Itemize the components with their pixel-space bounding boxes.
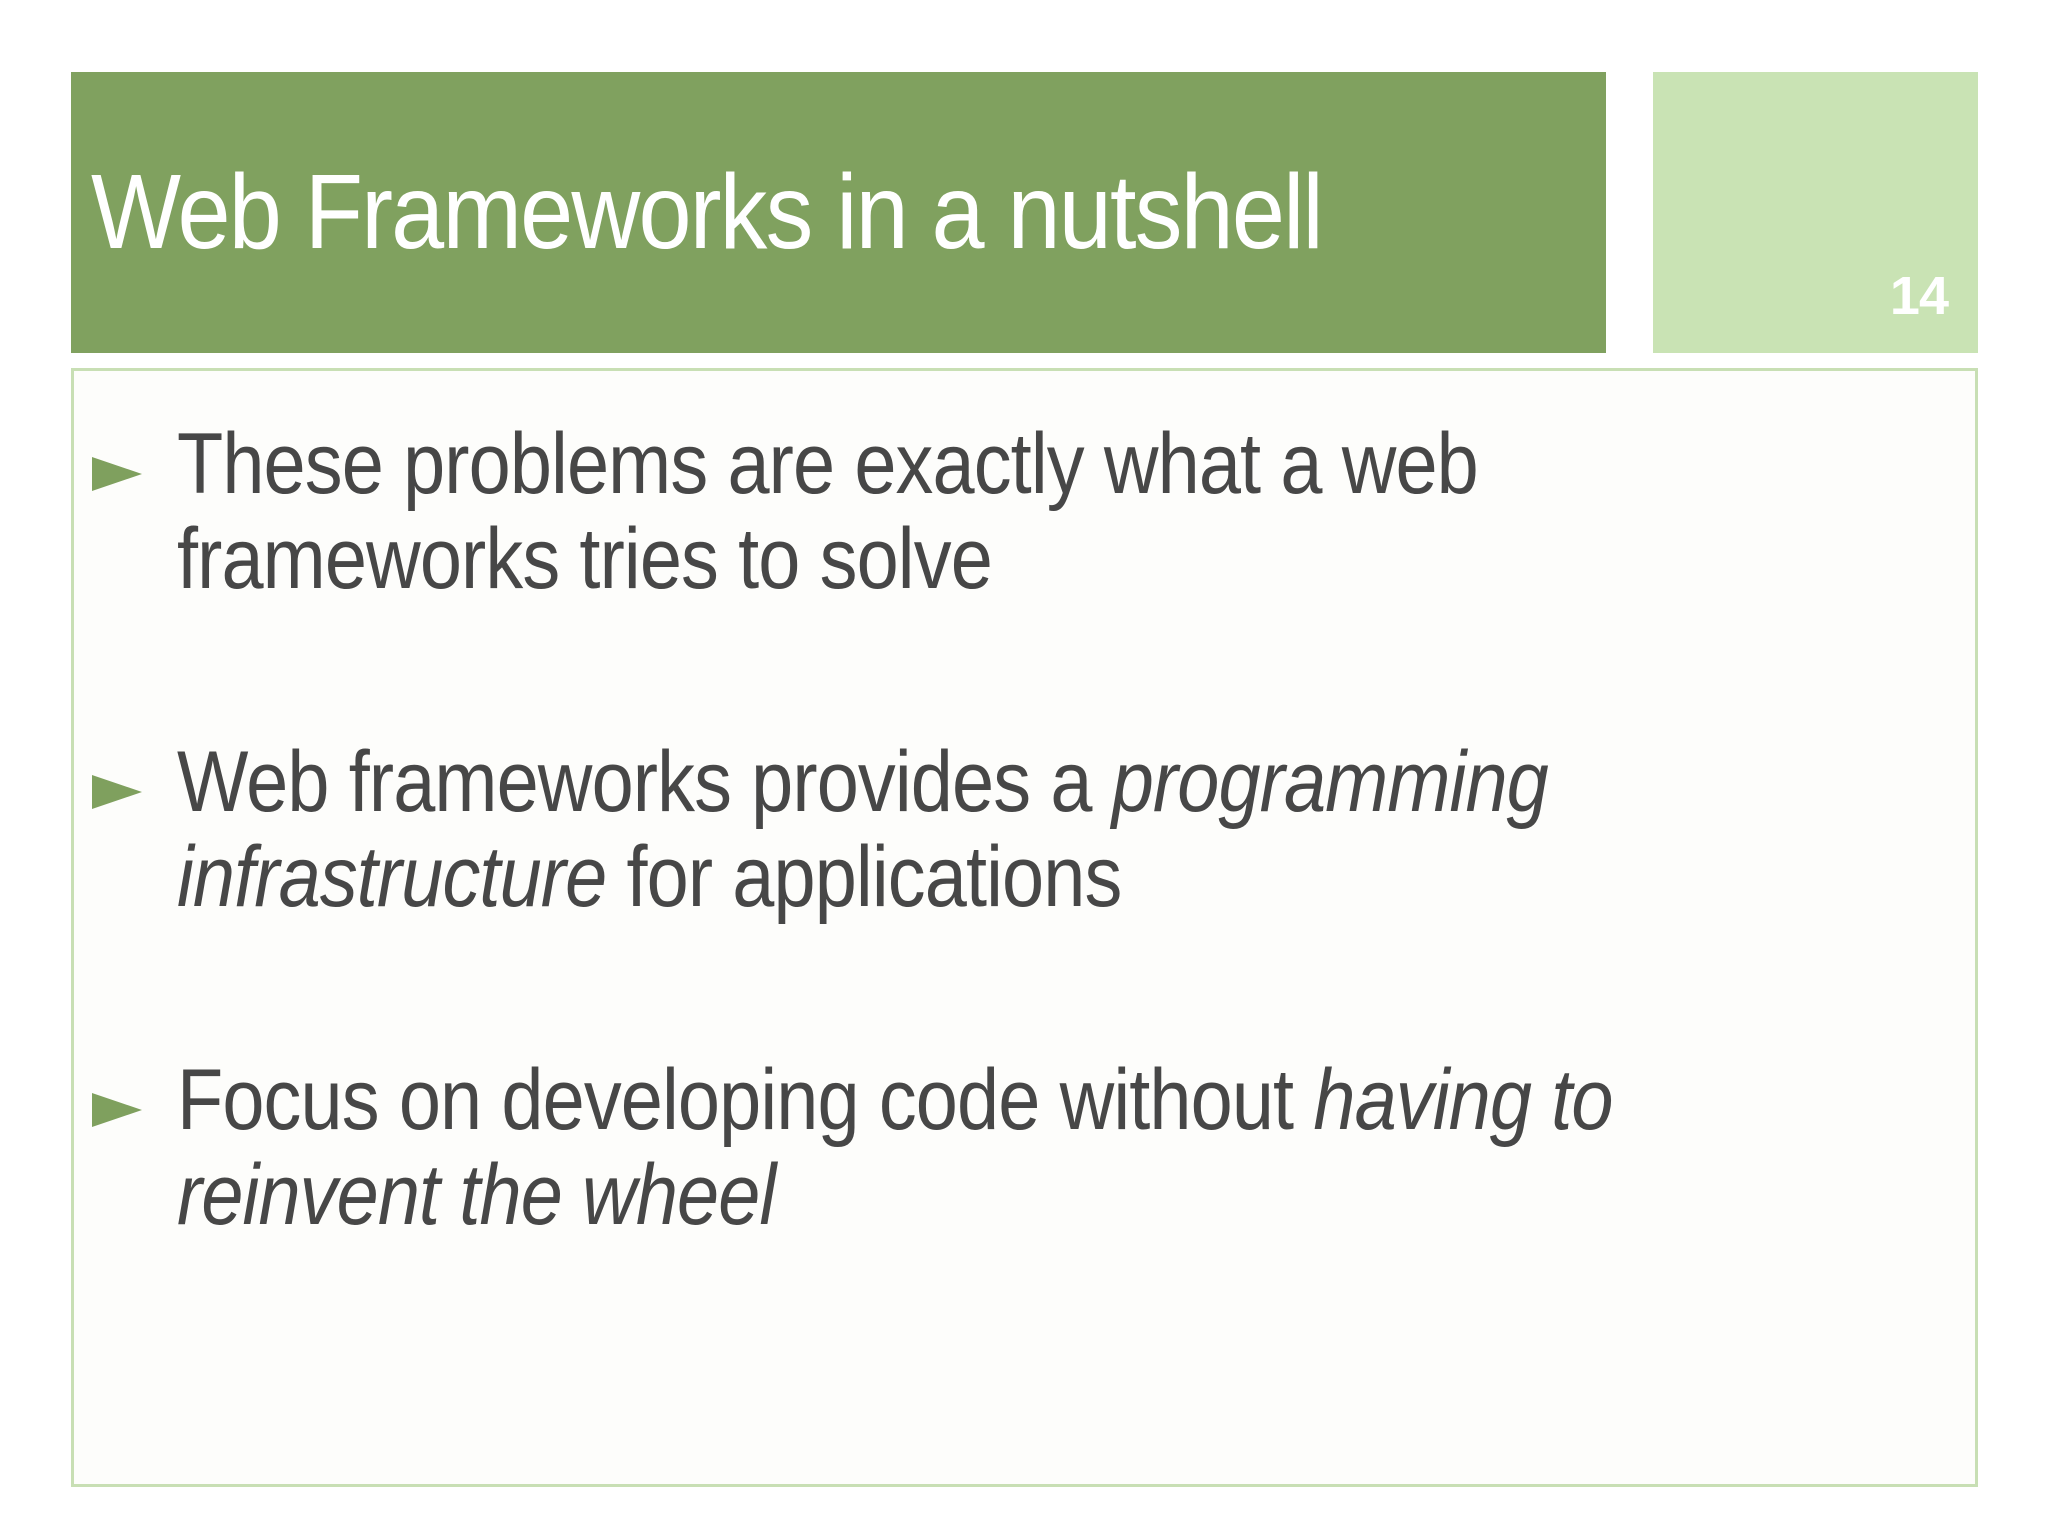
bullet-text-line: infrastructure for applications [177,830,1735,925]
text-segment: Focus on developing code without [177,1052,1314,1148]
italic-text-segment: infrastructure [177,829,607,925]
bullet-text-line-content: infrastructure for applications [177,829,1122,925]
title-bar: Web Frameworks in a nutshell [71,72,1606,353]
page-number: 14 [1889,266,1949,326]
bullet-text-line-content: reinvent the wheel [177,1147,776,1243]
bullet-text-line-content: Web frameworks provides a programming [177,734,1549,830]
italic-text-segment: programming [1111,734,1549,830]
bullet-text: Focus on developing code without having … [177,1053,1808,1243]
bullet-triangle-icon [92,1093,142,1127]
bullet-text-line: reinvent the wheel [177,1148,1808,1243]
bullet-triangle-icon [92,775,142,809]
text-segment: Web frameworks provides a [177,734,1112,830]
bullet-text-line-content: These problems are exactly what a web [177,416,1479,512]
text-segment: for applications [606,829,1122,925]
bullet-text-line: frameworks tries to solve [177,512,1655,607]
text-segment: These problems are exactly what a web [177,416,1479,512]
bullet-item: Focus on developing code without having … [92,1053,1945,1243]
text-segment: frameworks tries to solve [177,511,993,607]
bullet-text-line: These problems are exactly what a web [177,417,1655,512]
bullet-text-line: Focus on developing code without having … [177,1053,1808,1148]
italic-text-segment: reinvent the wheel [177,1147,776,1243]
bullet-text-line-content: Focus on developing code without having … [177,1053,1613,1148]
page-title: Web Frameworks in a nutshell [71,152,1459,273]
page-title-text: Web Frameworks in a nutshell [91,153,1324,271]
bullet-triangle-icon [92,457,142,491]
page-number-box: 14 [1653,72,1978,353]
italic-text-segment: having to [1313,1052,1613,1148]
bullet-text-line: Web frameworks provides a programming [177,735,1735,830]
bullet-text-line-content: frameworks tries to solve [177,511,993,607]
